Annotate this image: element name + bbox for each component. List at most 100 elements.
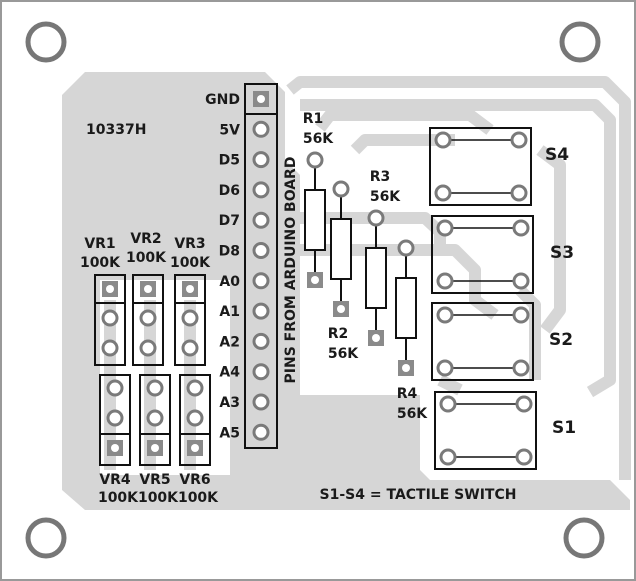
preset-pad [106,379,124,397]
preset-vr1: VR1 100K [80,236,126,366]
header-pin-label-a0: A0 [219,274,240,290]
header-pin-label-d7: D7 [219,213,240,229]
resistor-value: 56K [397,406,428,422]
header-pin-label-d8: D8 [219,244,240,260]
resistor-value: 56K [328,346,359,362]
arduino-pin-header: PINS FROM ARDUINO BOARD GND 5V D5D6D7D8A0A… [205,83,299,449]
switch-s2: S2 [431,302,573,381]
preset-value: 100K [80,255,121,271]
header-pin-label-a1: A1 [219,304,240,320]
header-pin-pad [252,393,270,411]
switch-pad [512,359,530,377]
header-pin-pad [252,181,270,199]
resistor-name: R3 [370,169,391,185]
preset-pad [106,409,124,427]
preset-pad [146,379,164,397]
pad-hole [186,285,194,293]
pad-hole [111,444,119,452]
resistor-name: R2 [328,326,349,342]
board-id: 10337H [86,122,146,138]
preset-pad [181,309,199,327]
pad-hole [144,285,152,293]
switch-pad [434,131,452,149]
pad-hole [311,276,319,284]
preset-value: 100K [126,250,167,266]
switch-pad [436,306,454,324]
preset-value: 100K [98,490,139,506]
header-title: PINS FROM ARDUINO BOARD [283,157,299,384]
preset-resistors: VR1100KVR2100KVR3100KVR4100KVR5100KVR610… [80,231,219,506]
switch-legend: S1-S4 = TACTILE SWITCH [320,487,517,503]
preset-name: VR6 [179,472,210,488]
header-pin-pad [252,211,270,229]
header-pin-pad [252,272,270,290]
resistor-body [395,277,417,339]
mounting-hole-icon [563,517,605,559]
header-pin-label-a3: A3 [219,395,240,411]
header-pin-label-d5: D5 [219,153,240,169]
switch-pad [512,306,530,324]
pad-hole [337,305,345,313]
preset-pad [146,409,164,427]
resistor-value: 56K [370,189,401,205]
preset-pad [101,339,119,357]
resistor-value: 56K [303,131,334,147]
header-pin-pad [252,302,270,320]
preset-pad [101,309,119,327]
switch-pad [512,219,530,237]
mounting-hole-icon [559,21,601,63]
preset-value: 100K [170,255,211,271]
header-pin-label-a5: A5 [219,425,240,441]
header-pin-label-5v: 5V [219,122,240,138]
header-pin-pad [252,423,270,441]
resistor-pad [367,209,385,227]
header-pin-pad [252,363,270,381]
switch-pad [434,184,452,202]
header-pin-pad [252,332,270,350]
pad-hole [372,334,380,342]
header-pin-pad [252,151,270,169]
switch-label: S1 [552,418,576,438]
pad-hole [151,444,159,452]
switch-label: S3 [550,243,574,263]
header-pin-label-d6: D6 [219,183,240,199]
mounting-hole-icon [25,517,67,559]
switch-pad [510,131,528,149]
resistor-name: R1 [303,111,324,127]
switch-pad [515,395,533,413]
mounting-holes [25,21,605,559]
header-pin-pad [252,120,270,138]
switch-pad [436,359,454,377]
switch-s1: S1 [434,391,576,470]
preset-pad [186,409,204,427]
switch-pad [439,448,457,466]
header-pin-label-gnd: GND [205,92,240,108]
pad-hole [402,364,410,372]
switch-pad [510,184,528,202]
switch-pad [439,395,457,413]
mounting-hole-icon [25,21,67,63]
preset-pad [139,309,157,327]
resistor-pad [306,151,324,169]
resistor-pad [397,239,415,257]
resistor-name: R4 [397,386,418,402]
pad-hole [257,95,265,103]
resistor-body [304,189,326,251]
header-pin-label-a4: A4 [219,365,240,381]
switch-pad [515,448,533,466]
pad-hole [191,444,199,452]
preset-name: VR3 [174,236,205,252]
preset-pad [186,379,204,397]
header-pin-pad [252,242,270,259]
resistor-pad [332,180,350,198]
preset-name: VR1 [84,236,115,252]
